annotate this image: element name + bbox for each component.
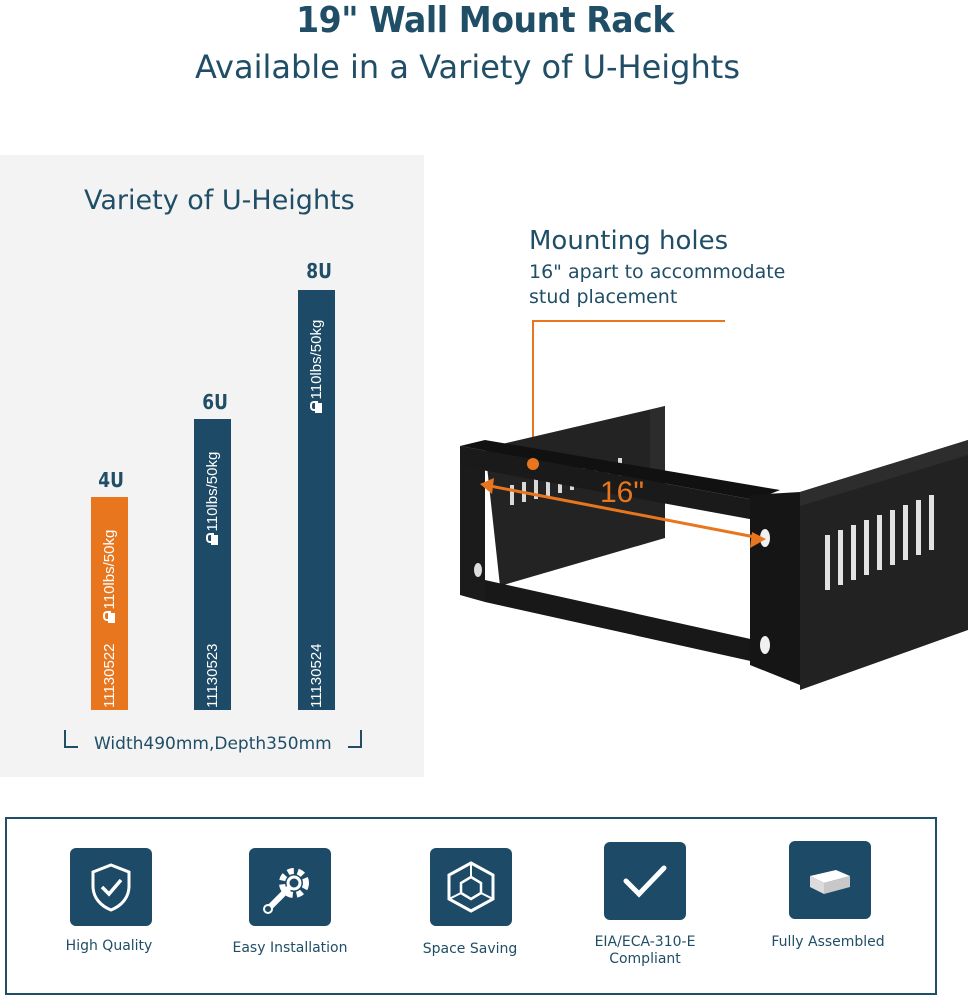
lock-icon [310, 403, 322, 413]
bar-6u-text: 11130523 110lbs/50kg [204, 452, 221, 708]
feature-label-high-quality: High Quality [65, 938, 153, 954]
bar-4u-text: 11130522 110lbs/50kg [101, 530, 118, 708]
sku-6u: 11130523 [204, 643, 221, 708]
cube-icon [430, 848, 512, 926]
bar-label-4u: 4U [98, 468, 124, 492]
features-box [5, 817, 937, 995]
feature-label-space-saving: Space Saving [422, 941, 518, 957]
box-icon [789, 841, 871, 919]
sku-8u: 11130524 [308, 643, 325, 708]
dimensions-label: Width490mm,Depth350mm [94, 734, 332, 754]
page-title: 19" Wall Mount Rack [296, 0, 674, 41]
checkmark-icon [604, 842, 686, 920]
dimension-bracket [64, 730, 362, 750]
bar-label-6u: 6U [202, 390, 228, 414]
sku-4u: 11130522 [101, 643, 118, 708]
gear-wrench-icon [249, 848, 331, 926]
feature-label-fully-assembled: Fully Assembled [771, 934, 885, 950]
lock-icon [103, 613, 115, 623]
bar-6u [194, 419, 231, 710]
lock-icon [206, 535, 218, 545]
side-vent-slots [825, 495, 934, 590]
feature-label-compliant: EIA/ECA-310-E Compliant [594, 934, 696, 967]
bar-8u [298, 290, 335, 710]
mounting-holes-description: 16" apart to accommodate stud placement [529, 261, 786, 308]
page-subtitle: Available in a Variety of U-Heights [195, 48, 740, 86]
wall-rack-illustration: 16" [460, 320, 968, 690]
load-8u: 110lbs/50kg [308, 319, 325, 400]
bar-4u [91, 497, 128, 710]
load-6u: 110lbs/50kg [204, 451, 221, 532]
bar-label-8u: 8U [306, 259, 332, 283]
leader-line [532, 320, 725, 463]
feature-label-easy-installation: Easy Installation [232, 940, 348, 956]
shield-check-icon [70, 848, 152, 926]
measure-label: 16" [600, 476, 644, 509]
heights-panel-title: Variety of U-Heights [84, 185, 355, 216]
bar-8u-text: 11130524 110lbs/50kg [308, 320, 325, 708]
mounting-holes-title: Mounting holes [529, 226, 729, 256]
load-4u: 110lbs/50kg [101, 529, 118, 610]
